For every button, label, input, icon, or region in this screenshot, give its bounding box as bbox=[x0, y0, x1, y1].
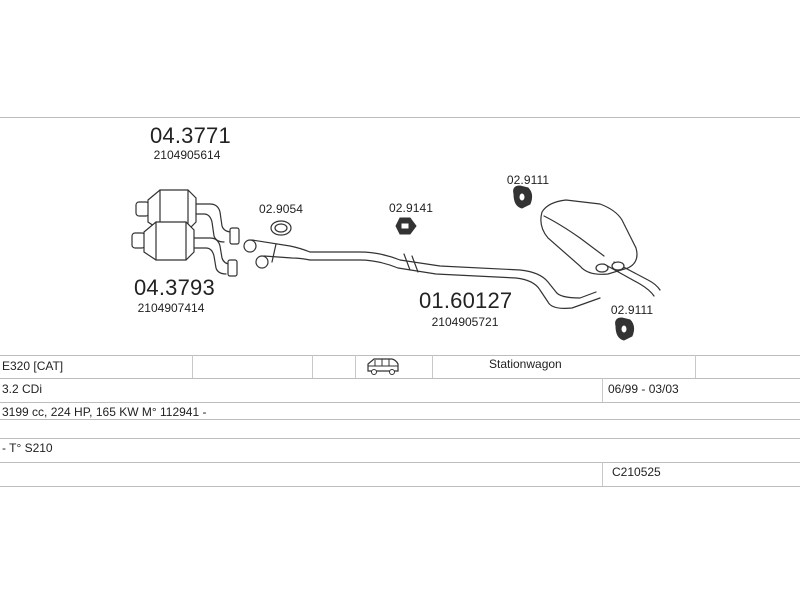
vehicle-engine: 3.2 CDi bbox=[2, 382, 43, 396]
oem-number: 2104905721 bbox=[431, 315, 499, 329]
part-number: 01.60127 bbox=[419, 288, 513, 313]
part-number: 04.3771 bbox=[150, 123, 231, 148]
rubber-hanger-middle bbox=[395, 217, 417, 235]
oem-number: 2104907414 bbox=[137, 301, 205, 315]
catalytic-converter-bottom bbox=[131, 221, 238, 277]
part-number-hanger-bottom: 02.9111 bbox=[610, 303, 654, 317]
part-number-hanger-middle: 02.9141 bbox=[389, 201, 434, 215]
table-row-divider bbox=[0, 419, 800, 420]
table-row-divider bbox=[0, 462, 800, 463]
vehicle-chassis: - T° S210 bbox=[2, 441, 53, 455]
cell-separator bbox=[355, 355, 356, 378]
table-bottom-border bbox=[0, 486, 800, 487]
vehicle-specs: 3199 cc, 224 HP, 165 KW M° 112941 - bbox=[2, 405, 207, 419]
cell-separator bbox=[602, 462, 603, 486]
part-label-middle-rear: 01.60127 bbox=[419, 288, 513, 313]
table-top-border bbox=[0, 355, 800, 356]
vehicle-body-type: Stationwagon bbox=[489, 357, 562, 371]
vehicle-model: E320 [CAT] bbox=[2, 359, 64, 373]
cell-separator bbox=[432, 355, 433, 378]
rubber-hanger-top bbox=[513, 185, 533, 209]
part-label-cat-top: 04.3771 bbox=[150, 123, 231, 148]
table-row-divider bbox=[0, 378, 800, 379]
rear-silencer bbox=[540, 199, 661, 297]
table-row-divider bbox=[0, 438, 800, 439]
middle-rear-pipe bbox=[243, 239, 601, 309]
vehicle-years: 06/99 - 03/03 bbox=[608, 382, 679, 396]
rubber-hanger-bottom bbox=[615, 317, 635, 341]
part-number-gasket: 02.9054 bbox=[259, 202, 304, 216]
part-number-hanger-top: 02.9111 bbox=[506, 173, 550, 187]
vehicle-code: C210525 bbox=[612, 465, 661, 479]
oem-number: 2104905614 bbox=[153, 148, 221, 162]
cell-separator bbox=[695, 355, 696, 378]
part-number: 04.3793 bbox=[134, 275, 215, 300]
diagram-top-border bbox=[0, 117, 800, 118]
cell-separator bbox=[312, 355, 313, 378]
cell-separator bbox=[192, 355, 193, 378]
part-label-cat-bottom: 04.3793 bbox=[134, 275, 215, 300]
cell-separator bbox=[602, 378, 603, 402]
station-wagon-icon bbox=[367, 358, 399, 375]
gasket-ring bbox=[270, 220, 292, 236]
table-row-divider bbox=[0, 402, 800, 403]
